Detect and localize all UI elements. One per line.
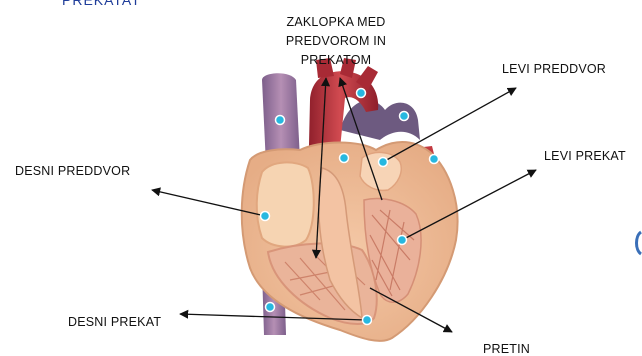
marker-aorta	[357, 89, 366, 98]
marker-right-atrium	[261, 212, 270, 221]
marker-vena-cava	[276, 116, 285, 125]
marker-pulmonary-vein	[430, 155, 439, 164]
pulmonary-artery	[340, 100, 420, 140]
marker-left-atrium	[379, 158, 388, 167]
marker-right-ventricle	[363, 316, 372, 325]
label-right-ventricle: DESNI PREKAT	[68, 315, 161, 329]
label-septum: PRETIN	[483, 342, 530, 356]
label-right-atrium: DESNI PREDDVOR	[15, 164, 130, 178]
right-atrium-chamber	[257, 162, 314, 246]
label-valve-line1: ZAKLOPKA MED	[272, 13, 400, 32]
label-valve-line3: PREKATOM	[272, 51, 400, 70]
marker-valve	[340, 154, 349, 163]
marker-inferior-vena-cava	[266, 303, 275, 312]
edge-shape-partial	[632, 230, 642, 256]
marker-pulmonary-artery	[400, 112, 409, 121]
label-valve: ZAKLOPKA MED PREDVOROM IN PREKATOM	[272, 13, 400, 70]
label-valve-line2: PREDVOROM IN	[272, 32, 400, 51]
marker-left-ventricle	[398, 236, 407, 245]
label-left-ventricle: LEVI PREKAT	[544, 149, 626, 163]
label-left-atrium: LEVI PREDDVOR	[502, 62, 606, 76]
